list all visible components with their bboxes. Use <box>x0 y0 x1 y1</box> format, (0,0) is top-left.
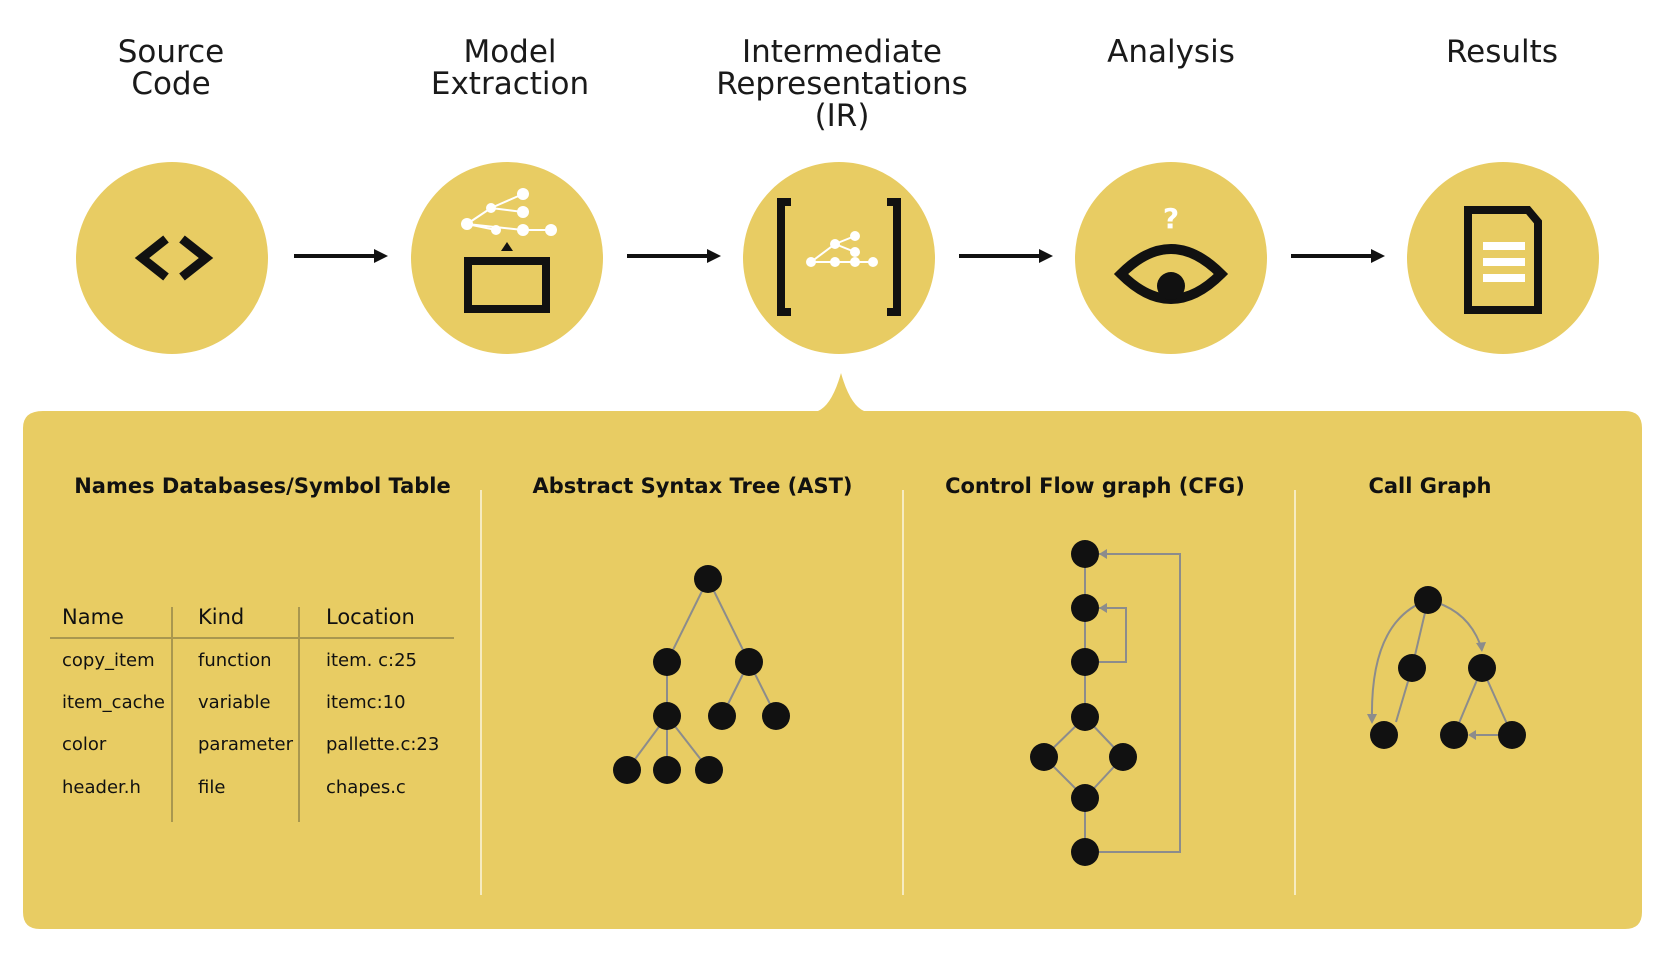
table-header-rule <box>50 637 454 639</box>
stage-title-model-extraction: Model Extraction <box>430 34 590 102</box>
table-cell: item. c:25 <box>326 650 417 671</box>
stage-circle-intermediate-representations <box>743 162 935 354</box>
stage-circle-source-code <box>76 162 268 354</box>
eye-question-icon: ? <box>1113 202 1229 304</box>
bracketed-tree-icon <box>777 198 901 316</box>
stage-title-source-code: Source Code <box>117 34 225 102</box>
section-title-call-graph: Call Graph <box>1368 474 1492 498</box>
stage-title-results: Results <box>1446 34 1558 70</box>
stage-circle-results <box>1407 162 1599 354</box>
table-header-location: Location <box>326 605 415 629</box>
stage-circle-analysis: ? <box>1075 162 1267 354</box>
section-title-ast: Abstract Syntax Tree (AST) <box>532 474 853 498</box>
table-cell: pallette.c:23 <box>326 734 440 755</box>
panel-divider <box>1294 490 1296 895</box>
panel-divider <box>480 490 482 895</box>
table-cell: chapes.c <box>326 777 406 798</box>
table-cell: variable <box>198 692 271 713</box>
arrow-icon <box>294 249 388 263</box>
table-cell: function <box>198 650 272 671</box>
table-cell: item_cache <box>62 692 165 713</box>
svg-text:?: ? <box>1163 202 1179 235</box>
arrow-icon <box>1291 249 1385 263</box>
stage-title-intermediate-representations: Intermediate Representations (IR) <box>716 34 968 134</box>
section-title-symbol-table: Names Databases/Symbol Table <box>74 474 451 498</box>
table-cell: file <box>198 777 226 798</box>
table-cell: itemc:10 <box>326 692 406 713</box>
arrow-icon <box>627 249 721 263</box>
panel-divider <box>902 490 904 895</box>
stage-title-analysis: Analysis <box>1107 34 1235 70</box>
stage-circle-model-extraction <box>411 162 603 354</box>
table-column-rule <box>298 607 300 822</box>
tree-to-model-icon <box>461 188 557 313</box>
table-header-name: Name <box>62 605 124 629</box>
table-cell: copy_item <box>62 650 155 671</box>
table-cell: header.h <box>62 777 141 798</box>
table-cell: parameter <box>198 734 294 755</box>
table-cell: color <box>62 734 107 755</box>
section-title-cfg: Control Flow graph (CFG) <box>945 474 1245 498</box>
arrow-icon <box>959 249 1053 263</box>
code-brackets-icon <box>134 235 214 281</box>
table-header-kind: Kind <box>198 605 245 629</box>
table-column-rule <box>171 607 173 822</box>
document-icon <box>1464 206 1542 314</box>
